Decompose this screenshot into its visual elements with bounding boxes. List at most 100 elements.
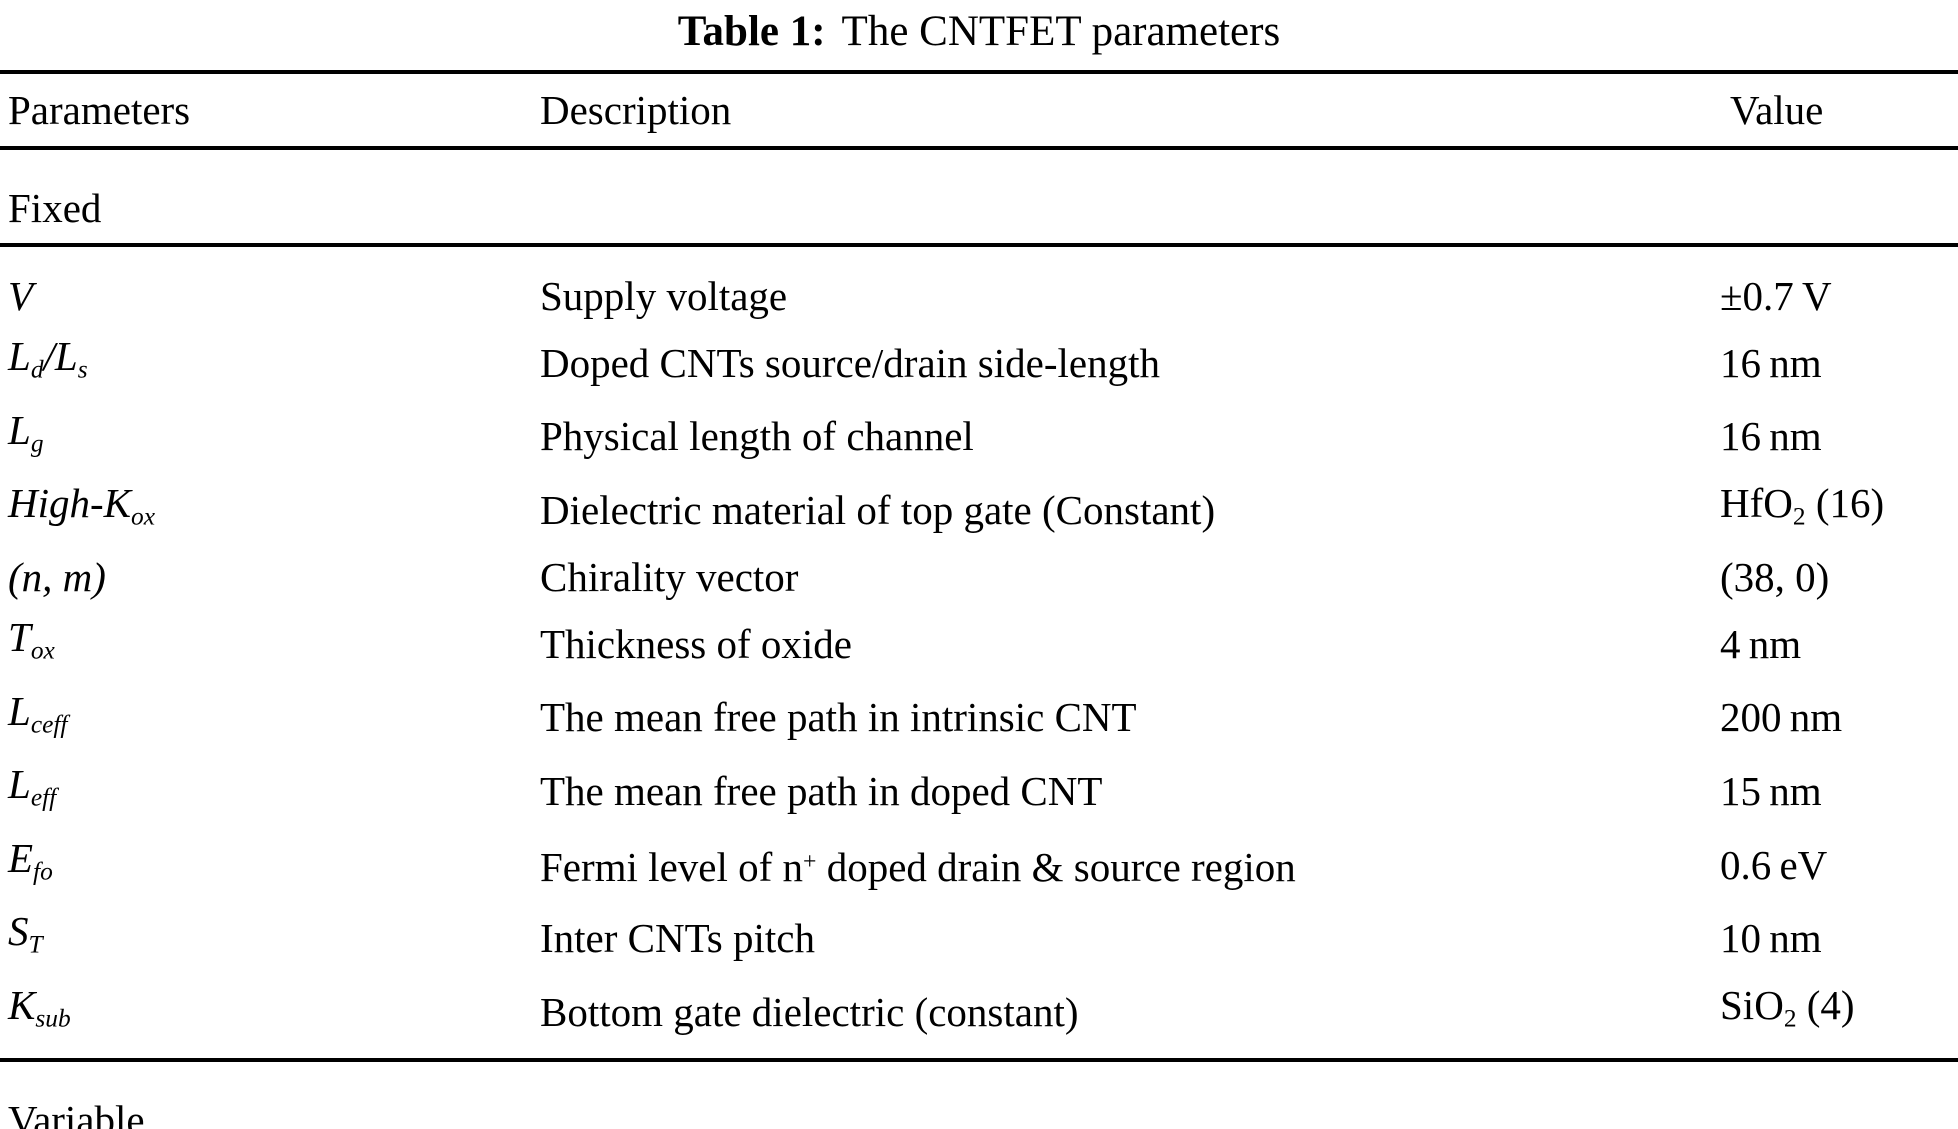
param-cell: Ksub [0, 975, 540, 1049]
value-cell: 16 nm [1720, 406, 1958, 466]
table-header-row: Parameters Description Value [0, 74, 1958, 146]
subscript-text: ceff [30, 710, 68, 739]
text-segment: L [8, 761, 31, 808]
subscript-text: fo [33, 857, 53, 886]
subscript-text: T [28, 931, 43, 959]
subscript-text: g [30, 429, 44, 458]
value-cell: 200 nm [1720, 687, 1958, 747]
value-cell: 0.6 eV [1720, 835, 1958, 895]
text-segment: HfO [1720, 480, 1793, 527]
text-segment: 10 nm [1720, 915, 1822, 962]
description-cell: Doped CNTs source/drain side-length [540, 333, 1720, 393]
table-row: (n, m) Chirality vector (38, 0) [0, 547, 1958, 607]
text-segment: 16 nm [1720, 413, 1822, 460]
text-segment: 16 nm [1720, 339, 1822, 386]
value-cell: 10 nm [1720, 908, 1958, 968]
description-cell: Fermi level of n+ doped drain & source r… [540, 832, 1720, 897]
text-segment: Chirality vector [540, 553, 799, 600]
value-cell: HfO2 (16) [1720, 473, 1958, 547]
param-cell: Leff [0, 754, 540, 828]
text-segment: (n, m) [8, 553, 106, 600]
value-cell: SiO2 (4) [1720, 975, 1958, 1049]
value-cell: 4 nm [1720, 614, 1958, 674]
param-cell: (n, m) [0, 547, 540, 607]
text-segment: E [8, 834, 34, 881]
value-cell: (38, 0) [1720, 547, 1958, 607]
text-segment: SiO [1720, 982, 1784, 1028]
text-segment: 200 nm [1720, 694, 1843, 741]
table-caption-number: Table 1: [677, 8, 826, 55]
text-segment: Fermi level of n [540, 844, 804, 890]
text-segment: Physical length of channel [540, 413, 974, 460]
description-cell: Physical length of channel [540, 406, 1720, 466]
section-rows: V Supply voltage ±0.7 V Ld/Ls Doped CNTs sou… [0, 247, 1958, 1058]
subscript-text: ox [131, 502, 155, 531]
text-segment: L [8, 333, 31, 379]
section-rule [0, 1057, 1958, 1062]
param-cell: Tox [0, 607, 540, 681]
text-segment: Dielectric material of top gate (Constan… [540, 487, 1216, 534]
param-cell: ST [0, 901, 540, 975]
text-segment: /L [43, 333, 78, 379]
text-segment: 15 nm [1720, 767, 1822, 814]
text-segment: V [8, 273, 34, 319]
param-cell: High-Kox [0, 473, 540, 547]
header-bottom-rule [0, 146, 1958, 150]
description-cell: Supply voltage [540, 266, 1720, 326]
subscript-text: 2 [1792, 502, 1806, 531]
description-cell: Chirality vector [540, 547, 1720, 607]
column-header-parameters: Parameters [8, 87, 191, 133]
text-segment: doped drain & source region [816, 844, 1296, 890]
section-rule [0, 243, 1958, 247]
superscript-text: + [803, 849, 817, 876]
param-cell: V [0, 266, 540, 326]
value-cell: 15 nm [1720, 761, 1958, 821]
subscript-text: d [30, 355, 44, 384]
text-segment: 0.6 eV [1720, 841, 1828, 888]
table-caption-title: The CNTFET parameters [841, 8, 1281, 55]
param-cell: Efo [0, 828, 540, 902]
text-segment: L [8, 687, 31, 734]
section-label: Fixed [8, 185, 102, 231]
text-segment: (38, 0) [1720, 553, 1830, 600]
subscript-text: 2 [1783, 1004, 1797, 1033]
text-segment: T [8, 613, 31, 660]
text-segment: Thickness of oxide [540, 620, 852, 667]
text-segment: Supply voltage [540, 273, 788, 319]
text-segment: The mean free path in doped CNT [540, 767, 1103, 814]
text-segment: (16) [1805, 480, 1885, 527]
param-cell: Lg [0, 400, 540, 474]
param-cell: Lceff [0, 681, 540, 755]
description-cell: Bottom gate dielectric (constant) [540, 982, 1720, 1042]
section-label: Variable [8, 1096, 145, 1129]
value-cell: 16 nm [1720, 333, 1958, 393]
text-segment: Inter CNTs pitch [540, 915, 815, 962]
description-cell: Inter CNTs pitch [540, 908, 1720, 968]
table-caption: Table 1: The CNTFET parameters [0, 0, 1958, 70]
text-segment: L [8, 406, 31, 453]
description-cell: The mean free path in intrinsic CNT [540, 687, 1720, 747]
table-row: Ld/Ls Doped CNTs source/drain side-length… [0, 326, 1958, 400]
subscript-text: s [77, 355, 88, 384]
text-segment: (4) [1796, 982, 1855, 1028]
table-row: V Supply voltage ±0.7 V [0, 266, 1958, 326]
column-header-description: Description [540, 87, 732, 133]
subscript-text: eff [30, 783, 57, 812]
description-cell: The mean free path in doped CNT [540, 761, 1720, 821]
column-header-value: Value [1730, 87, 1824, 133]
text-segment: Doped CNTs source/drain side-length [540, 339, 1160, 386]
subscript-text: sub [35, 1004, 71, 1033]
text-segment: ±0.7 V [1720, 273, 1832, 319]
text-segment: High-K [8, 480, 131, 527]
table-top-rule [0, 70, 1958, 74]
description-cell: Dielectric material of top gate (Constan… [540, 480, 1720, 540]
value-cell: ±0.7 V [1720, 266, 1958, 326]
